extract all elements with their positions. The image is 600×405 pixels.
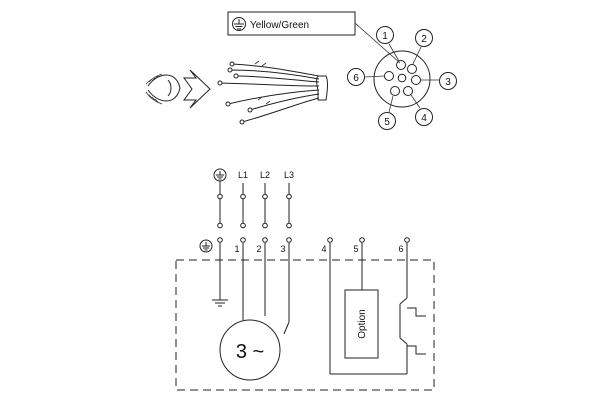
terminal-ground-icon <box>199 239 213 253</box>
terminal-2 <box>262 237 268 243</box>
ground-leader-line <box>354 22 401 64</box>
terminal-ground <box>217 237 223 243</box>
pin-label-2: 2 <box>421 34 427 45</box>
pin-callouts: 1 2 3 4 5 6 <box>347 26 457 130</box>
yellow-green-label: Yellow/Green <box>250 20 309 31</box>
pin-ground <box>397 73 407 83</box>
pin-3 <box>411 75 421 85</box>
pin-label-3: 3 <box>445 77 451 88</box>
terminal-label-2: 2 <box>256 244 261 254</box>
terminal-label-5: 5 <box>353 244 358 254</box>
option-label: Option <box>357 309 368 338</box>
protective-earth-icon <box>212 243 228 307</box>
option-box: Option <box>344 289 379 359</box>
motor-leads <box>242 243 290 335</box>
terminal-label-4: 4 <box>321 244 326 254</box>
three-phase-motor: 3 ~ <box>219 319 281 381</box>
pin-label-6: 6 <box>353 73 359 84</box>
pin-1 <box>396 60 406 70</box>
connector-face <box>373 50 431 108</box>
pin-label-1: 1 <box>382 31 388 42</box>
yellow-green-label-box: Yellow/Green <box>227 11 356 36</box>
terminal-label-1: 1 <box>234 244 239 254</box>
view-direction-arrow-icon <box>183 69 211 109</box>
cable-wires <box>217 60 328 125</box>
terminal-5 <box>359 237 365 243</box>
pin-label-5: 5 <box>384 117 390 128</box>
terminal-1 <box>240 237 246 243</box>
pin-2 <box>407 64 417 74</box>
supply-ground-icon <box>213 168 227 182</box>
device-enclosure-outline <box>175 259 435 391</box>
pin-6 <box>384 71 394 81</box>
motor-label: 3 ~ <box>236 341 264 363</box>
pin-label-4: 4 <box>421 113 427 124</box>
supply-label-l2: L2 <box>260 170 270 180</box>
terminal-label-6: 6 <box>398 244 403 254</box>
supply-label-l1: L1 <box>238 170 248 180</box>
eye-icon <box>145 73 181 105</box>
terminal-label-3: 3 <box>280 244 285 254</box>
terminal-row: 1 2 3 4 5 6 <box>199 237 410 254</box>
terminal-4 <box>327 237 333 243</box>
pin-5 <box>390 86 400 96</box>
ground-icon <box>232 17 246 31</box>
supply-label-l3: L3 <box>284 170 294 180</box>
terminal-3 <box>286 237 292 243</box>
supply-conductors <box>217 181 292 229</box>
pin-4 <box>403 86 413 96</box>
terminal-6 <box>404 237 410 243</box>
option-circuit <box>329 243 426 375</box>
